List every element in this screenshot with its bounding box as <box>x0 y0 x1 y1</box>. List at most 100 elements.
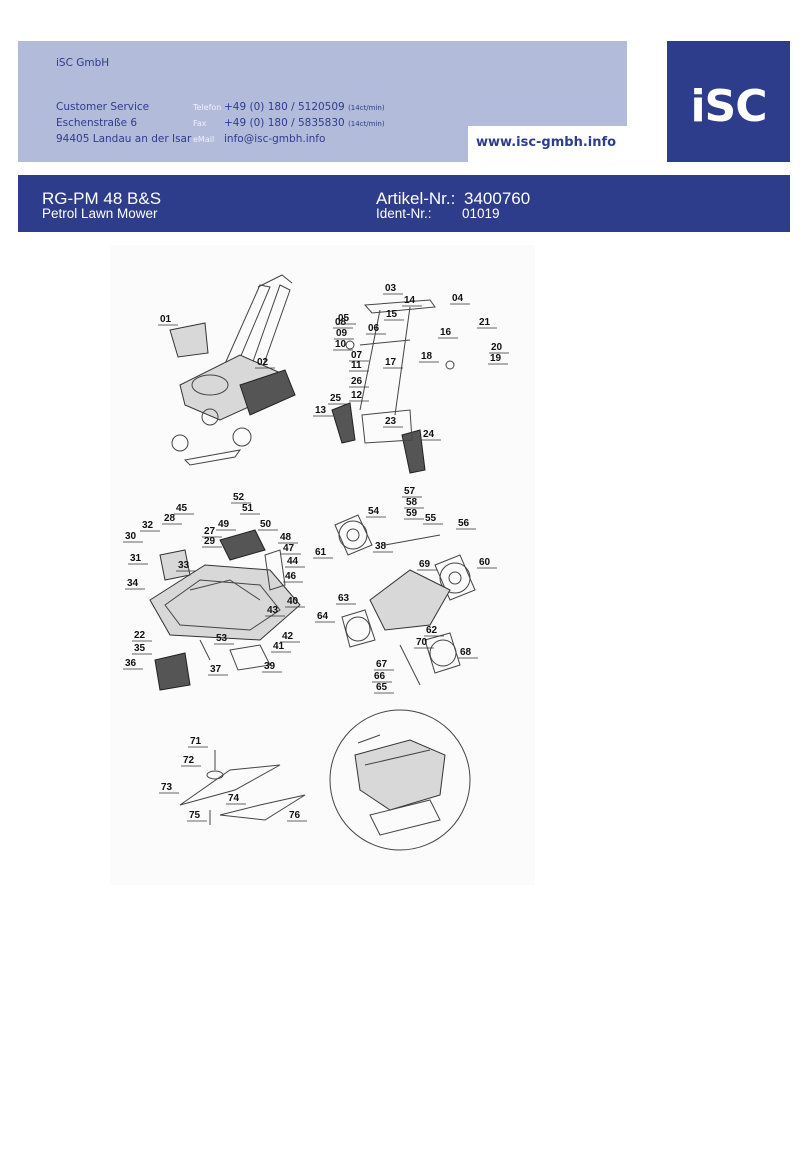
product-title-bar: RG-PM 48 B&S Petrol Lawn Mower Artikel-N… <box>18 175 790 232</box>
department: Customer Service <box>56 101 150 113</box>
part-number-13: 13 <box>315 405 327 416</box>
part-number-31: 31 <box>130 553 142 564</box>
exploded-view-diagram: 01 02 03 04 05 06 07 08 09 10 11 12 13 1… <box>110 245 535 885</box>
part-number-17: 17 <box>385 357 397 368</box>
part-number-12: 12 <box>351 390 363 401</box>
part-number-67: 67 <box>376 659 388 670</box>
part-number-43: 43 <box>267 605 279 616</box>
part-number-59: 59 <box>406 508 418 519</box>
part-number-40: 40 <box>287 596 299 607</box>
part-number-20: 20 <box>491 342 503 353</box>
product-description: Petrol Lawn Mower <box>42 206 158 221</box>
part-number-66: 66 <box>374 671 386 682</box>
part-number-42: 42 <box>282 631 294 642</box>
part-number-16: 16 <box>440 327 452 338</box>
part-number-15: 15 <box>386 309 398 320</box>
part-number-35: 35 <box>134 643 146 654</box>
website-box: www.isc-gmbh.info <box>468 126 627 162</box>
part-number-76: 76 <box>289 810 301 821</box>
part-number-09: 09 <box>336 328 348 339</box>
part-number-52: 52 <box>233 492 245 503</box>
fax: +49 (0) 180 / 5835830 (14ct/min) <box>224 117 385 129</box>
part-number-37: 37 <box>210 664 222 675</box>
part-number-01: 01 <box>160 314 172 325</box>
wheel-assembly-drawing <box>334 514 476 686</box>
part-number-18: 18 <box>421 351 433 362</box>
part-number-02: 02 <box>257 357 269 368</box>
part-number-11: 11 <box>351 360 362 371</box>
part-number-55: 55 <box>425 513 437 524</box>
handle-assembly-drawing <box>331 299 455 474</box>
deck-assembly-drawing <box>149 529 301 691</box>
part-number-30: 30 <box>125 531 137 542</box>
part-number-60: 60 <box>479 557 491 568</box>
part-number-06: 06 <box>368 323 380 334</box>
part-number-26: 26 <box>351 376 363 387</box>
part-number-51: 51 <box>242 503 254 514</box>
part-number-63: 63 <box>338 593 350 604</box>
part-number-62: 62 <box>426 625 438 636</box>
part-number-44: 44 <box>287 556 299 567</box>
part-number-53: 53 <box>216 633 228 644</box>
exploded-view-svg: 01 02 03 04 05 06 07 08 09 10 11 12 13 1… <box>123 274 509 851</box>
fax-label: Fax <box>193 119 207 128</box>
part-number-38: 38 <box>375 541 387 552</box>
logo-text: iSC <box>690 81 767 132</box>
part-number-50: 50 <box>260 519 272 530</box>
part-number-65: 65 <box>376 682 388 693</box>
part-number-32: 32 <box>142 520 154 531</box>
part-number-46: 46 <box>285 571 297 582</box>
phone-label: Telefon <box>193 103 222 112</box>
part-number-10: 10 <box>335 339 347 350</box>
part-number-54: 54 <box>368 506 380 517</box>
city: 94405 Landau an der Isar <box>56 133 192 145</box>
article-number: 3400760 <box>464 189 531 208</box>
part-number-72: 72 <box>183 755 195 766</box>
part-number-28: 28 <box>164 513 176 524</box>
part-number-27: 27 <box>204 526 216 537</box>
isc-logo: iSC <box>667 41 790 162</box>
part-number-07: 07 <box>351 350 363 361</box>
part-number-49: 49 <box>218 519 230 530</box>
part-number-33: 33 <box>178 560 190 571</box>
model-name: RG-PM 48 B&S <box>42 189 162 208</box>
company-name: iSC GmbH <box>56 57 110 69</box>
part-number-64: 64 <box>317 611 329 622</box>
website-link[interactable]: www.isc-gmbh.info <box>476 135 617 150</box>
part-number-34: 34 <box>127 578 139 589</box>
part-number-68: 68 <box>460 647 472 658</box>
phone: +49 (0) 180 / 5120509 (14ct/min) <box>224 101 385 113</box>
part-number-03: 03 <box>385 283 397 294</box>
part-number-14: 14 <box>404 295 416 306</box>
part-number-21: 21 <box>479 317 491 328</box>
part-number-70: 70 <box>416 637 428 648</box>
part-number-69: 69 <box>419 559 431 570</box>
part-number-47: 47 <box>283 543 295 554</box>
part-number-73: 73 <box>161 782 173 793</box>
part-number-75: 75 <box>189 810 201 821</box>
part-number-56: 56 <box>458 518 470 529</box>
part-number-74: 74 <box>228 793 240 804</box>
part-number-29: 29 <box>204 536 216 547</box>
part-number-23: 23 <box>385 416 397 427</box>
part-number-08: 08 <box>335 317 347 328</box>
ident-label: Ident-Nr.: <box>376 206 432 221</box>
grass-catcher-drawing <box>329 709 471 851</box>
part-number-58: 58 <box>406 497 418 508</box>
part-number-labels: 01 02 03 04 05 06 07 08 09 10 11 12 13 1… <box>123 283 509 822</box>
part-number-39: 39 <box>264 661 276 672</box>
part-number-19: 19 <box>490 353 502 364</box>
part-number-57: 57 <box>404 486 416 497</box>
part-number-22: 22 <box>134 630 146 641</box>
part-number-04: 04 <box>452 293 464 304</box>
part-number-36: 36 <box>125 658 137 669</box>
part-number-05: 05 <box>338 313 350 324</box>
email-label: eMail <box>193 135 215 144</box>
street: Eschenstraße 6 <box>56 117 138 129</box>
email-link[interactable]: info@isc-gmbh.info <box>224 133 326 145</box>
mower-assembly-drawing <box>169 274 296 466</box>
part-number-45: 45 <box>176 503 188 514</box>
part-number-61: 61 <box>315 547 327 558</box>
article-label: Artikel-Nr.: <box>376 189 456 208</box>
part-number-25: 25 <box>330 393 342 404</box>
